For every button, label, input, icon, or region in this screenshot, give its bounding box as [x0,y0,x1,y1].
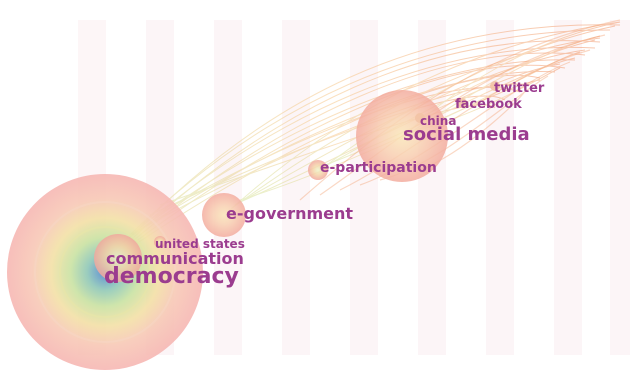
label-united-states: united states [155,237,245,251]
node-e-government[interactable] [202,193,246,237]
label-e-government: e-government [226,204,353,223]
label-democracy: democracy [104,264,239,289]
node-twitter[interactable] [490,81,500,91]
node-social-media[interactable] [356,90,448,182]
node-e-participation[interactable] [308,160,328,180]
label-facebook: facebook [455,97,522,112]
node-facebook[interactable] [457,98,467,108]
label-communication: communication [106,249,244,268]
node-communication[interactable] [94,234,142,282]
node-united-states[interactable] [154,236,166,248]
label-china: china [420,114,456,128]
label-e-participation: e-participation [320,160,437,176]
timeline-stripes [78,20,630,355]
node-china[interactable] [415,113,425,123]
label-social-media: social media [403,124,530,145]
label-twitter: twitter [494,81,545,96]
